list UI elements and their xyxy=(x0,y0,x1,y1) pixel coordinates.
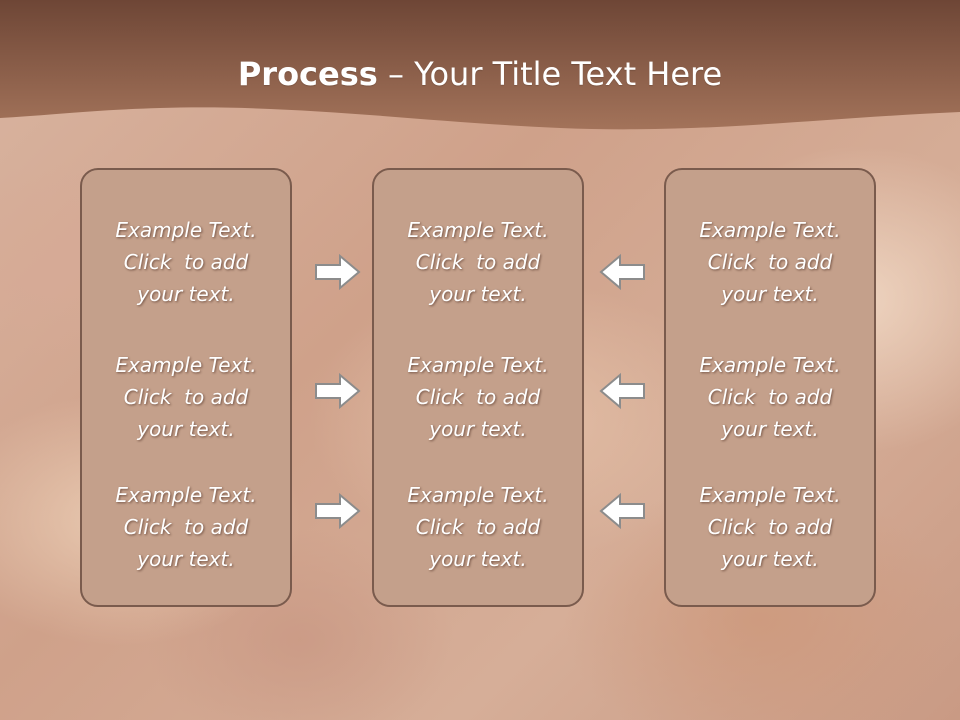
process-box-right[interactable]: Example Text. Click to add your text. Ex… xyxy=(664,168,876,607)
title-bold: Process xyxy=(237,55,378,93)
text-placeholder[interactable]: Example Text. Click to add your text. xyxy=(666,349,874,445)
text-line: your text. xyxy=(721,547,819,571)
arrow-right-icon[interactable] xyxy=(314,491,362,531)
arrow-right-icon[interactable] xyxy=(314,371,362,411)
text-line: Example Text. xyxy=(115,483,257,507)
text-line: Click to add xyxy=(415,385,541,409)
title-banner xyxy=(0,0,960,130)
process-box-middle[interactable]: Example Text. Click to add your text. Ex… xyxy=(372,168,584,607)
text-placeholder[interactable]: Example Text. Click to add your text. xyxy=(666,214,874,310)
text-line: your text. xyxy=(429,547,527,571)
arrow-left-icon[interactable] xyxy=(598,491,646,531)
text-line: Example Text. xyxy=(699,218,841,242)
arrow-left-icon[interactable] xyxy=(598,371,646,411)
text-line: Click to add xyxy=(415,515,541,539)
text-placeholder[interactable]: Example Text. Click to add your text. xyxy=(666,479,874,575)
arrow-right-icon[interactable] xyxy=(314,252,362,292)
slide-title[interactable]: Process – Your Title Text Here xyxy=(0,52,960,96)
text-placeholder[interactable]: Example Text. Click to add your text. xyxy=(82,479,290,575)
text-line: Example Text. xyxy=(699,353,841,377)
text-placeholder[interactable]: Example Text. Click to add your text. xyxy=(374,214,582,310)
text-line: Click to add xyxy=(707,385,833,409)
text-line: Click to add xyxy=(123,515,249,539)
text-line: your text. xyxy=(137,417,235,441)
text-line: Example Text. xyxy=(407,218,549,242)
text-placeholder[interactable]: Example Text. Click to add your text. xyxy=(82,214,290,310)
text-placeholder[interactable]: Example Text. Click to add your text. xyxy=(374,479,582,575)
title-rest: – Your Title Text Here xyxy=(377,55,723,93)
text-placeholder[interactable]: Example Text. Click to add your text. xyxy=(374,349,582,445)
text-line: your text. xyxy=(137,547,235,571)
text-line: Click to add xyxy=(123,385,249,409)
arrow-left-icon[interactable] xyxy=(598,252,646,292)
text-line: your text. xyxy=(721,282,819,306)
text-line: Click to add xyxy=(707,515,833,539)
text-line: Example Text. xyxy=(699,483,841,507)
text-line: your text. xyxy=(137,282,235,306)
text-line: Click to add xyxy=(415,250,541,274)
text-line: your text. xyxy=(429,282,527,306)
text-line: Example Text. xyxy=(115,353,257,377)
text-line: Example Text. xyxy=(407,353,549,377)
text-line: Click to add xyxy=(123,250,249,274)
text-placeholder[interactable]: Example Text. Click to add your text. xyxy=(82,349,290,445)
text-line: Example Text. xyxy=(407,483,549,507)
text-line: your text. xyxy=(429,417,527,441)
process-box-left[interactable]: Example Text. Click to add your text. Ex… xyxy=(80,168,292,607)
text-line: Example Text. xyxy=(115,218,257,242)
text-line: Click to add xyxy=(707,250,833,274)
text-line: your text. xyxy=(721,417,819,441)
